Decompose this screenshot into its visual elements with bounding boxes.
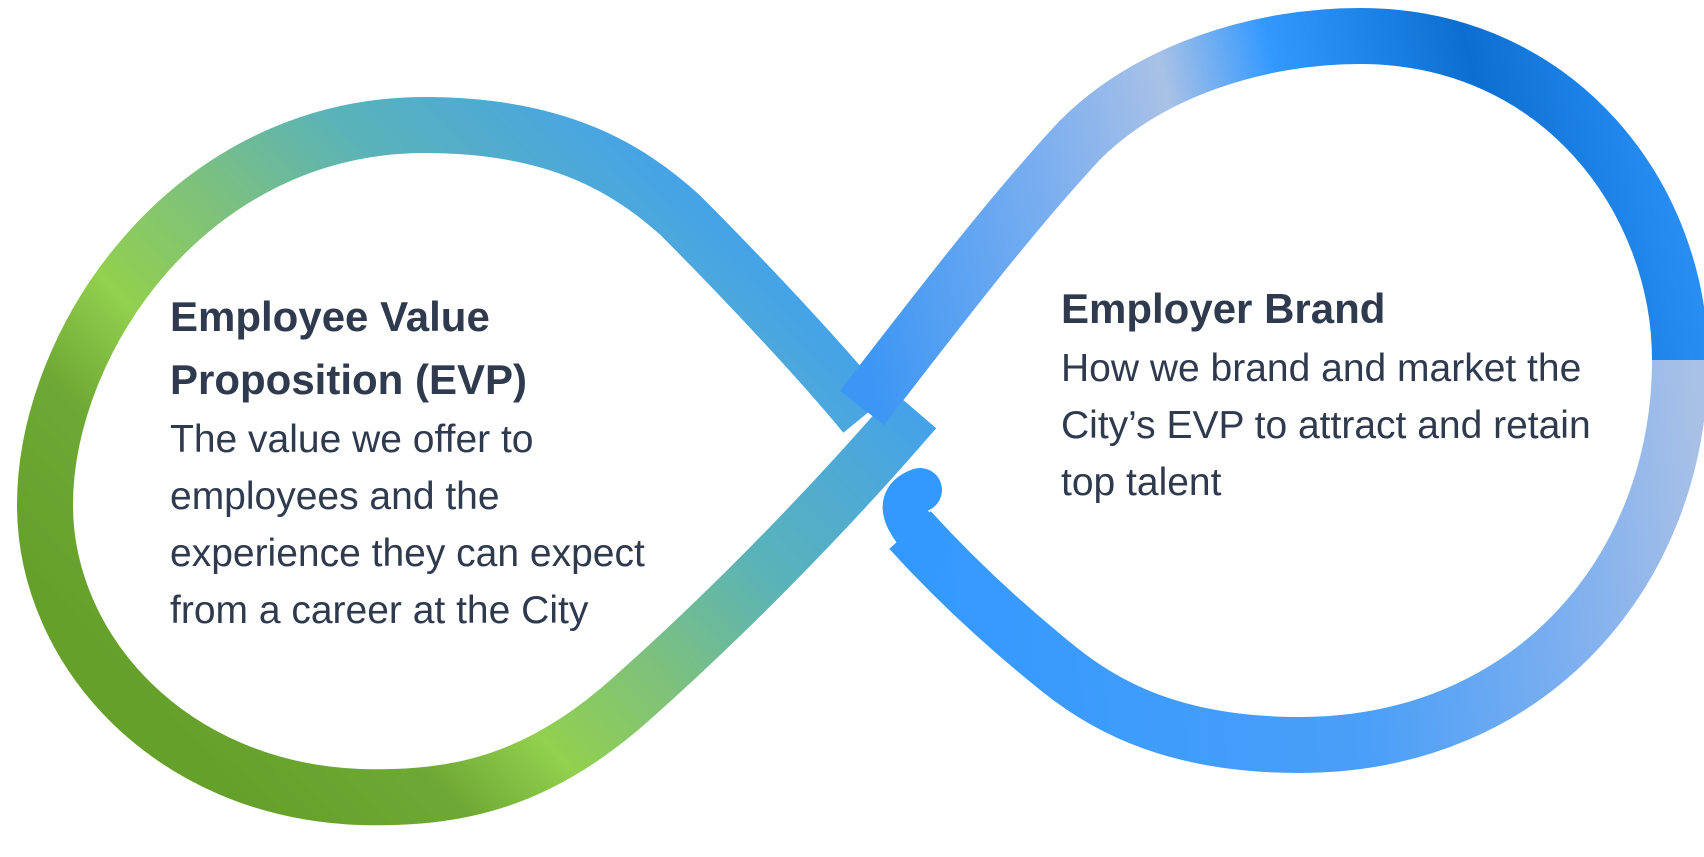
evp-description: The value we offer to employees and the …: [170, 418, 645, 632]
crossing-tail: [882, 468, 952, 570]
evp-title: Employee Value Proposition (EVP): [170, 293, 527, 403]
employer-brand-title: Employer Brand: [1061, 285, 1386, 332]
evp-text-block: Employee Value Proposition (EVP) The val…: [170, 285, 650, 639]
right-loop-upper-band: [839, 7, 1704, 426]
right-loop-lower-band: [889, 359, 1704, 774]
employer-brand-text-block: Employer Brand How we brand and market t…: [1061, 277, 1621, 511]
employer-brand-description: How we brand and market the City’s EVP t…: [1061, 347, 1591, 504]
left-loop-band: [16, 96, 937, 826]
